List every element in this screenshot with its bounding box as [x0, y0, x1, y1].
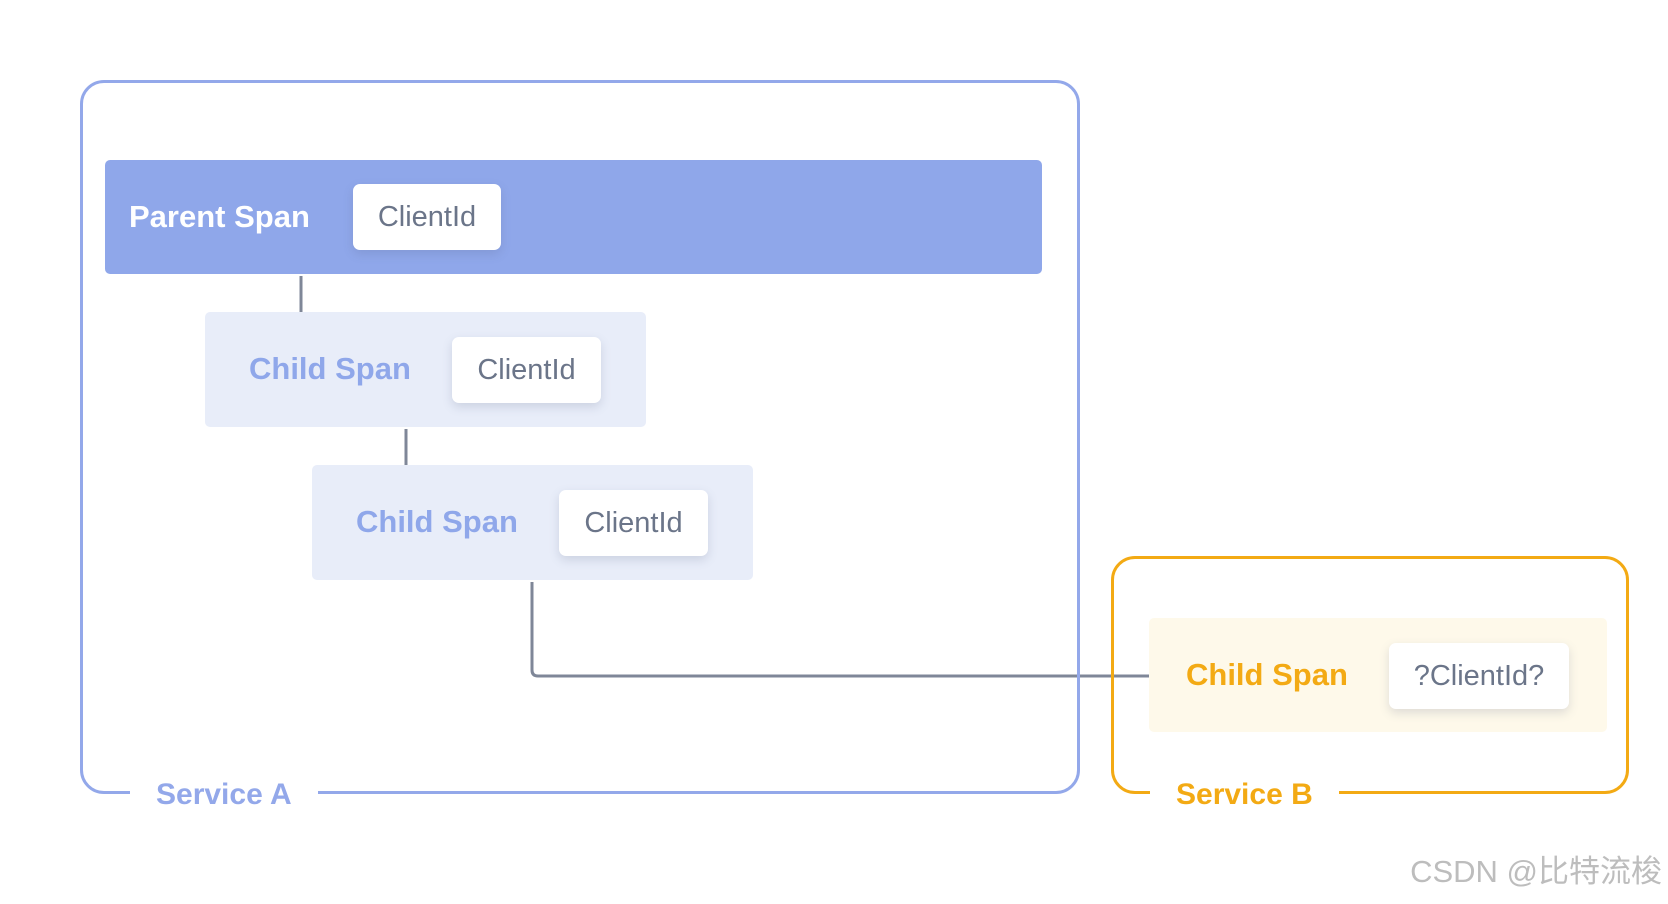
service-b-container	[1111, 556, 1629, 794]
child-span-1-client-id-chip: ClientId	[452, 337, 601, 403]
parent-span: Parent Span ClientId	[105, 160, 1042, 274]
parent-span-title: Parent Span	[129, 199, 310, 234]
watermark: CSDN @比特流梭	[1410, 854, 1662, 889]
service-b-label: Service B	[1150, 775, 1339, 815]
child-span-2-client-id-chip: ClientId	[559, 490, 708, 556]
child-span-service-b-client-id-chip: ?ClientId?	[1389, 643, 1569, 709]
parent-span-client-id-chip: ClientId	[353, 184, 501, 250]
service-a-container	[80, 80, 1080, 794]
child-span-service-b-title: Child Span	[1186, 657, 1348, 692]
service-a-label: Service A	[130, 775, 318, 815]
child-span-1: Child Span ClientId	[205, 312, 646, 427]
child-span-2-title: Child Span	[356, 504, 518, 539]
child-span-service-b: Child Span ?ClientId?	[1149, 618, 1607, 732]
child-span-2: Child Span ClientId	[312, 465, 753, 580]
child-span-1-title: Child Span	[249, 351, 411, 386]
